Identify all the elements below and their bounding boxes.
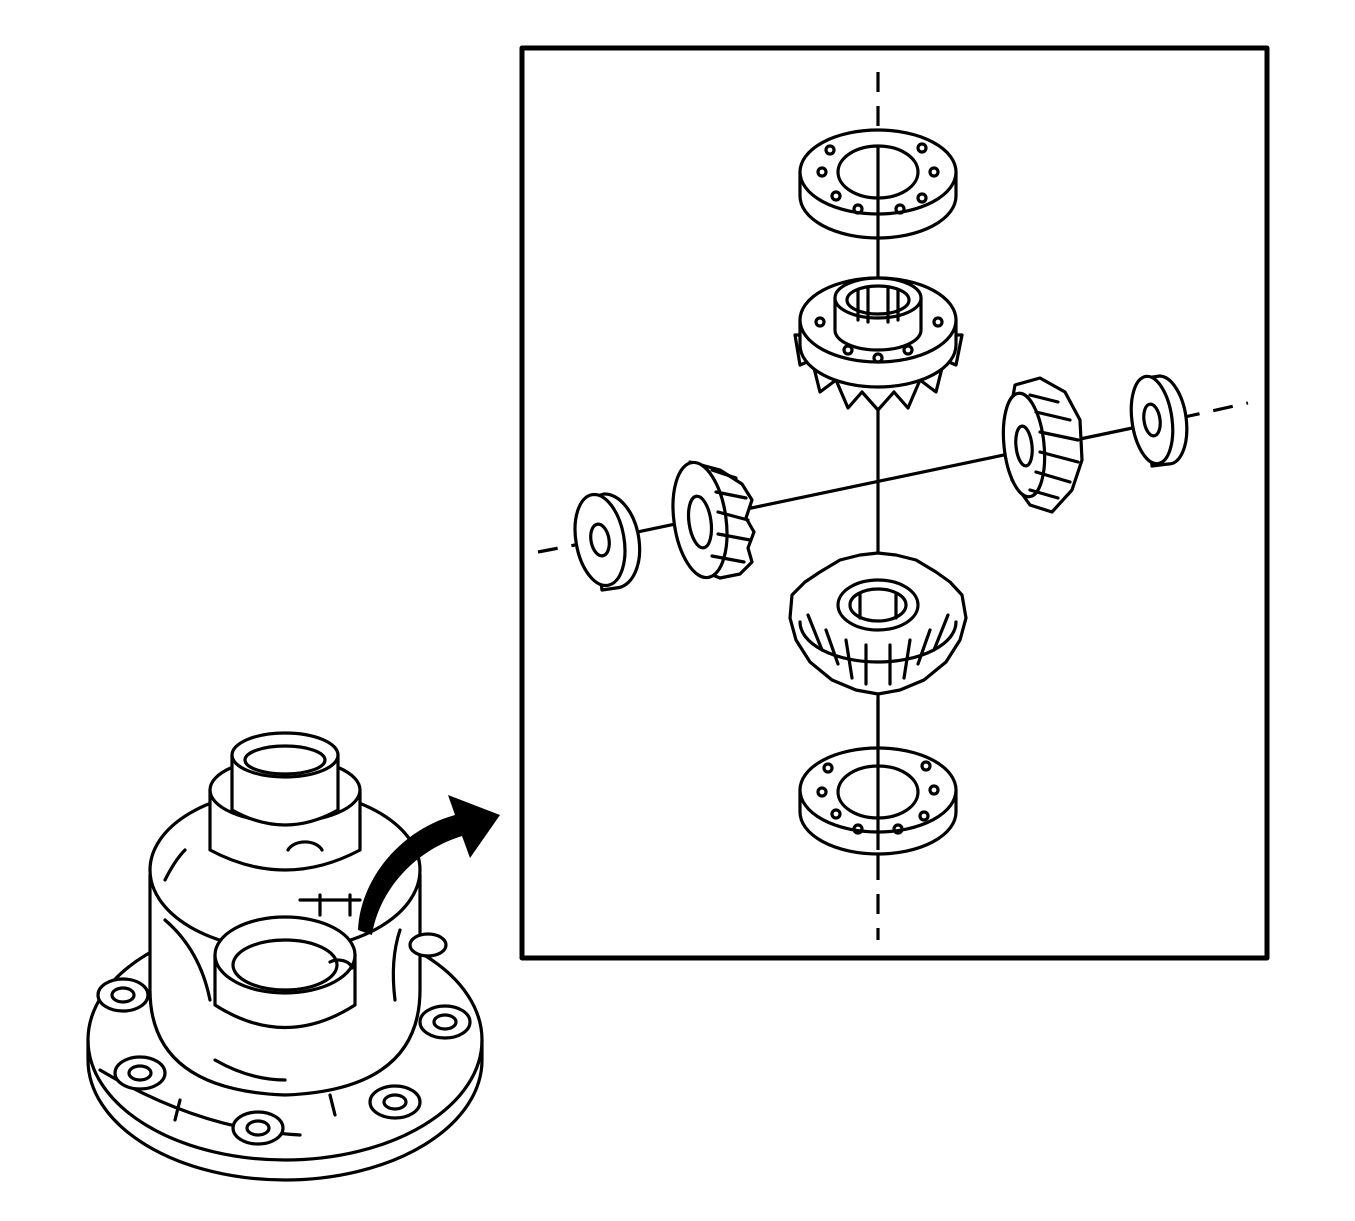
- right-pinion-gear: [1001, 376, 1084, 514]
- upper-side-gear: [793, 276, 964, 412]
- lower-side-gear: [788, 551, 968, 696]
- detail-frame: [519, 45, 1270, 961]
- flange-bolt-hole: [113, 1055, 167, 1091]
- flange-bolt-hole: [408, 932, 448, 958]
- flange-bolt-hole: [418, 1004, 472, 1040]
- right-pinion-washer: [1129, 374, 1189, 468]
- flange-bolt-hole: [96, 977, 150, 1013]
- left-pinion-gear: [671, 460, 756, 580]
- flange-bolt-hole: [368, 1084, 422, 1120]
- upper-thrust-washer: [798, 128, 958, 240]
- lower-thrust-washer: [798, 700, 958, 856]
- flange-bolt-hole: [231, 1110, 285, 1146]
- detail-arrow: [358, 795, 500, 935]
- left-pinion-washer: [573, 492, 642, 592]
- differential-case: [86, 731, 484, 1182]
